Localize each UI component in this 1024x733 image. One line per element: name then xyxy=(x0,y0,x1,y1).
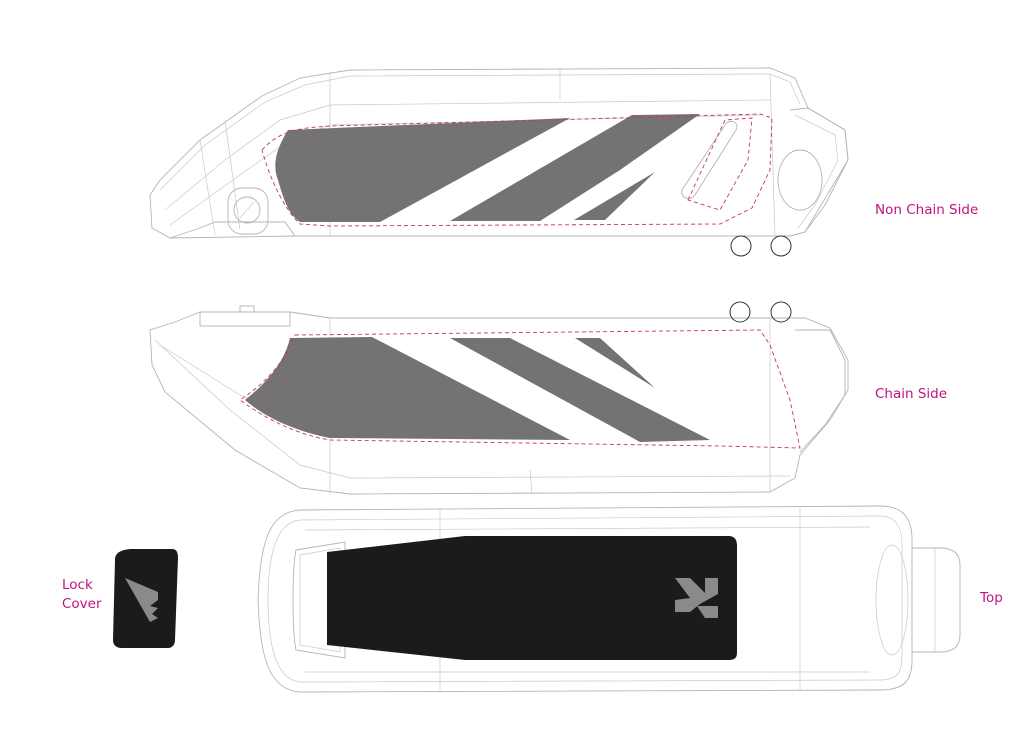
non-chain-side-view xyxy=(149,67,849,257)
chain-side-view xyxy=(149,301,849,495)
lock-cover-part xyxy=(113,549,178,648)
x-logo-icon xyxy=(675,578,718,618)
non-chain-side-label: Non Chain Side xyxy=(875,202,979,218)
lock-cover-label-line2: Cover xyxy=(62,596,102,612)
top-view xyxy=(257,505,961,693)
lock-cover-label-line1: Lock xyxy=(62,577,93,593)
top-label: Top xyxy=(980,590,1003,606)
chain-side-label: Chain Side xyxy=(875,386,948,402)
